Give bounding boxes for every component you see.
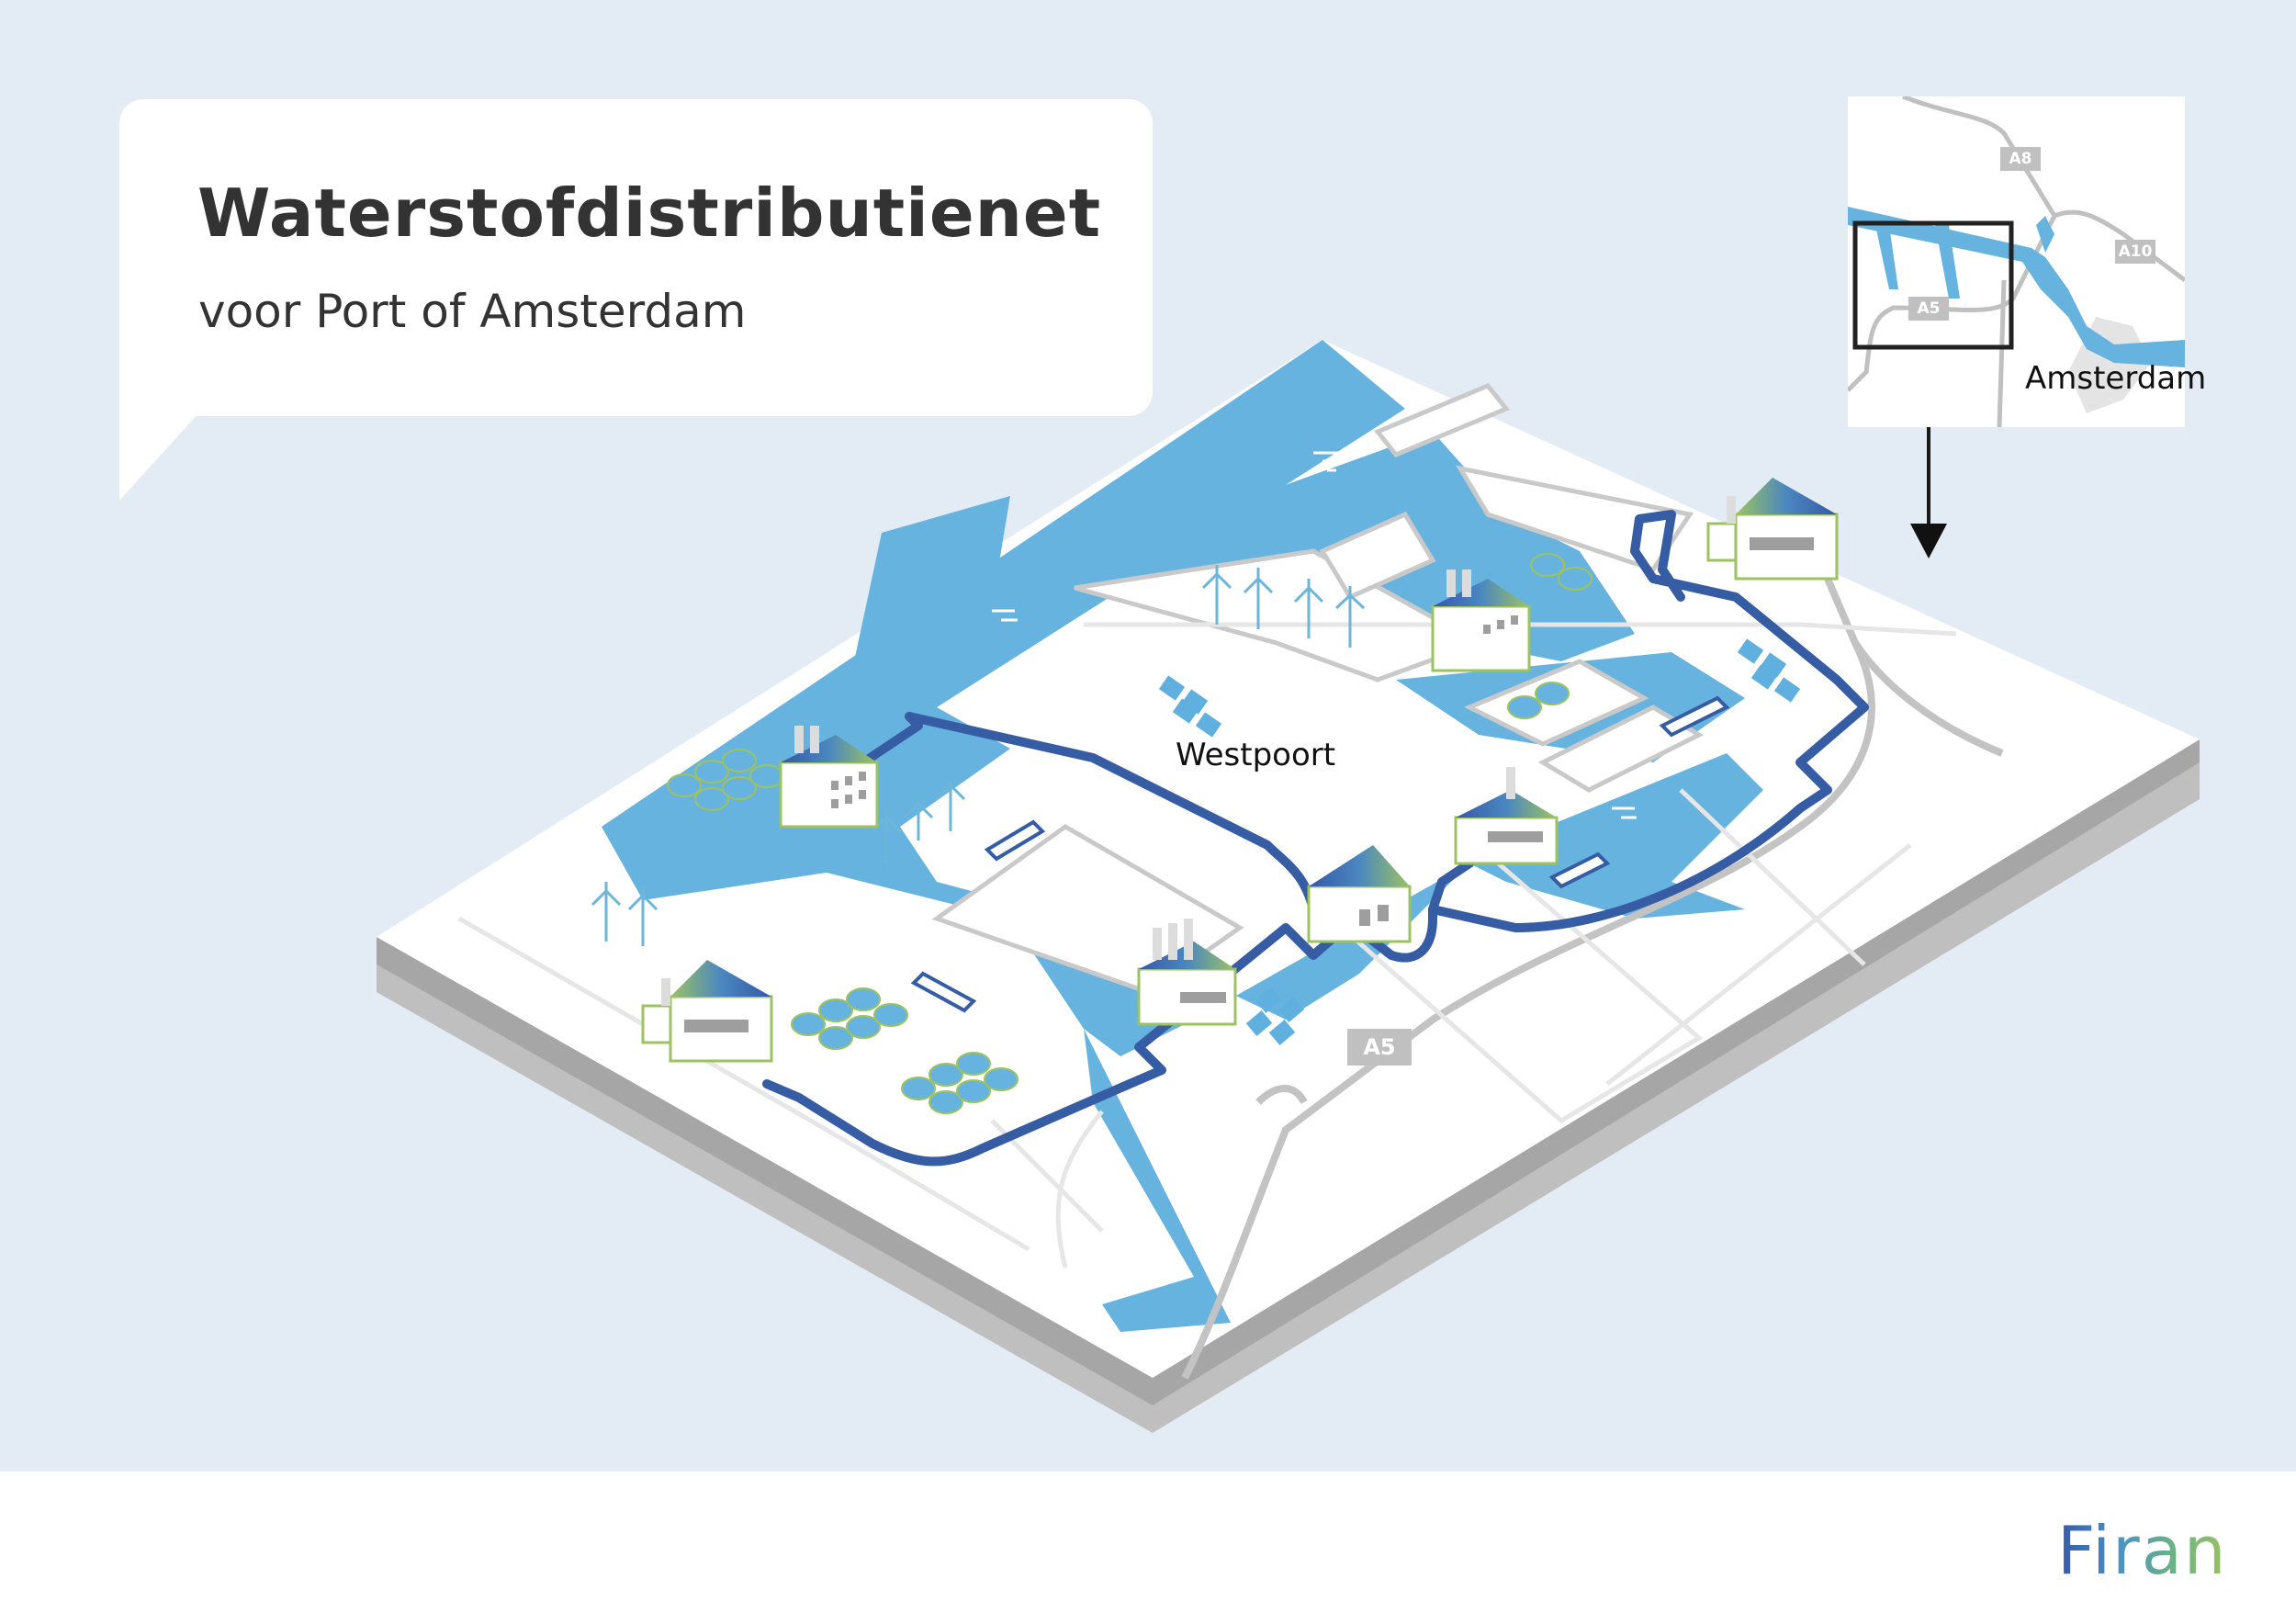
road-badge-a5: A5 (1347, 1029, 1412, 1066)
factory-icon (1706, 478, 1839, 581)
wind-turbine-icon (627, 886, 658, 946)
tank-cluster-east (1507, 682, 1570, 719)
page-title: Waterstofdistributienet (197, 175, 1102, 252)
storage-tanks (667, 553, 1593, 1114)
factory-icon (1454, 767, 1559, 865)
tank-cluster-northwest (667, 749, 784, 811)
solar-panel-icon (1158, 675, 1222, 738)
roads (1181, 577, 2004, 1380)
area-label-westpoort: Westpoort (1176, 737, 1336, 773)
solar-panel-icon (1245, 987, 1305, 1045)
wind-turbine-icon (1201, 565, 1232, 625)
wind-turbine-icon (935, 781, 966, 831)
ship-icon (984, 819, 1046, 862)
factories-large-roof (641, 478, 1839, 1063)
title-callout (119, 99, 1153, 416)
factory-icon (641, 960, 773, 1063)
piers (931, 382, 1705, 995)
ships (910, 695, 1730, 1013)
inset-road-badge-a10: A10 (2115, 240, 2155, 264)
wind-turbine-icon (591, 882, 622, 942)
tank-cluster-north (1530, 553, 1593, 591)
inset-city-label: Amsterdam (2025, 360, 2207, 397)
tank-cluster-south-a (791, 987, 908, 1050)
inset-road-badge-a5: A5 (1908, 297, 1949, 321)
factory-icon (1307, 845, 1412, 943)
wind-turbine-icon (1243, 568, 1274, 629)
wind-turbine-icon (1293, 579, 1324, 638)
tank-cluster-south-b (901, 1052, 1019, 1114)
firan-logo: Firan (2057, 1512, 2228, 1589)
board-edge (377, 739, 2200, 1433)
footer-band (0, 1472, 2296, 1624)
callout-tail (119, 404, 207, 501)
wind-turbine-icon (903, 799, 934, 840)
factory-icon (779, 726, 879, 829)
wind-turbines (591, 565, 1366, 946)
factories-chimneys (779, 570, 1531, 1026)
ship-icon (1659, 695, 1730, 738)
wave-marks (872, 451, 1637, 930)
inset-road-badge-a8: A8 (2000, 147, 2041, 171)
isometric-port-map (377, 340, 2200, 1433)
ship-icon (910, 971, 977, 1013)
wind-turbine-icon (1334, 586, 1366, 648)
page-subtitle: voor Port of Amsterdam (198, 285, 747, 338)
factory-icon (1431, 570, 1531, 672)
ship-icon (1548, 851, 1611, 889)
solar-panel-icon (1737, 638, 1801, 703)
solar-panel-arrays (1158, 638, 1801, 1045)
factory-icon (1137, 919, 1237, 1026)
